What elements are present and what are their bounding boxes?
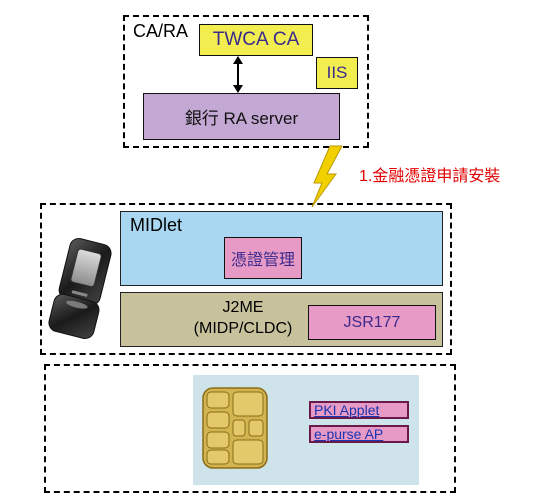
- pki-applet-label: PKI Applet: [314, 402, 380, 418]
- cert-mgmt-box: 憑證管理: [224, 237, 302, 279]
- phone-group: [40, 203, 452, 355]
- jsr177-label: JSR177: [343, 313, 401, 331]
- twca-ca-box: TWCA CA: [199, 24, 313, 56]
- ca-ra-group: [123, 15, 369, 148]
- j2me-label: J2ME: [222, 299, 264, 316]
- pki-applet-box: PKI Applet: [309, 401, 409, 419]
- sim-chip-icon: [202, 387, 268, 469]
- epurse-box: e-purse AP: [309, 425, 409, 443]
- jsr177-box: JSR177: [308, 305, 436, 340]
- sim-group: [44, 364, 456, 493]
- double-arrow-icon: [233, 56, 243, 93]
- flip-phone-icon: [48, 237, 112, 339]
- twca-ca-label: TWCA CA: [212, 29, 300, 50]
- lightning-bolt-icon: [311, 145, 343, 208]
- epurse-label: e-purse AP: [314, 426, 384, 442]
- cert-request-label: 1.金融憑證申請安裝: [359, 168, 501, 185]
- midp-cldc-label: (MIDP/CLDC): [193, 320, 293, 337]
- ca-ra-label: CA/RA: [133, 21, 189, 41]
- iis-label: IIS: [326, 63, 348, 82]
- cert-mgmt-label: 憑證管理: [230, 252, 295, 269]
- iis-box: IIS: [316, 57, 358, 89]
- ra-server-label: 銀行 RA server: [184, 109, 299, 128]
- ra-server-box: 銀行 RA server: [143, 93, 340, 140]
- midlet-label: MIDlet: [130, 215, 183, 235]
- j2me-label-group: J2ME (MIDP/CLDC): [178, 297, 308, 339]
